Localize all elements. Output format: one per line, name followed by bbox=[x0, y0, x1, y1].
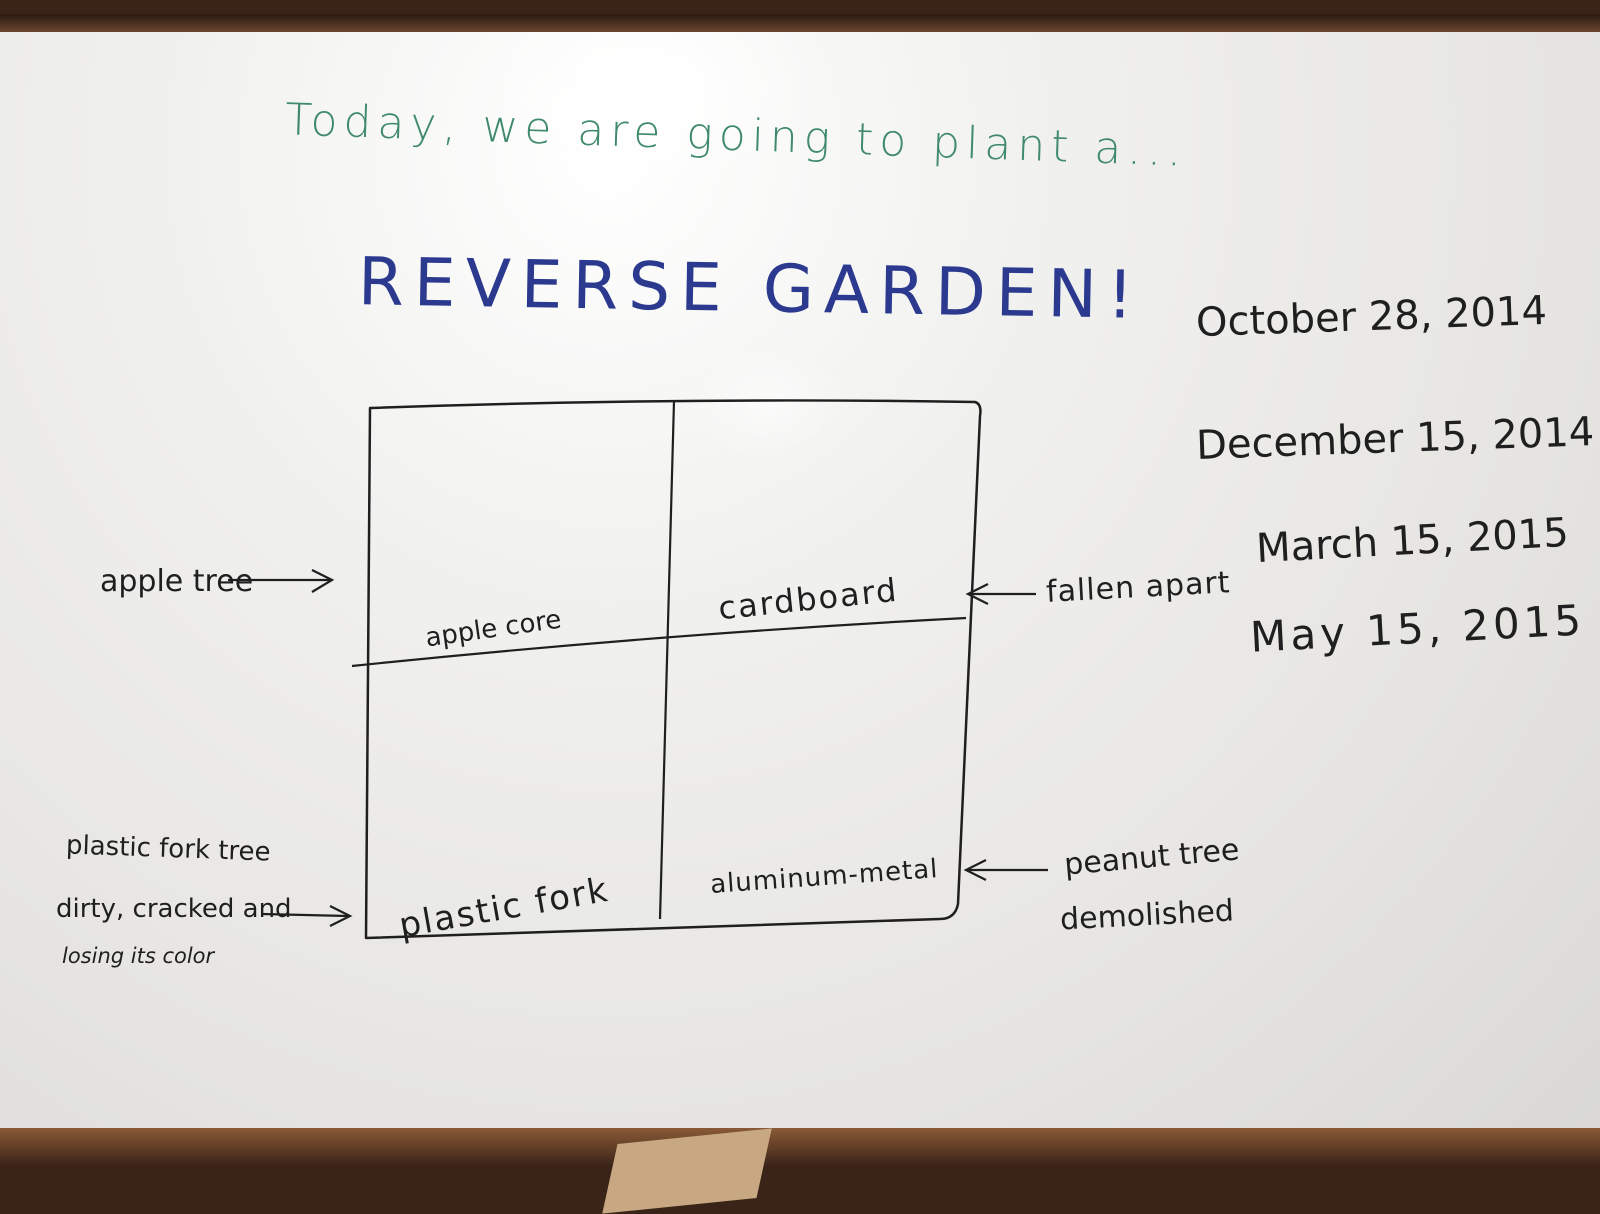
light-glare bbox=[480, 14, 820, 194]
annotation-plastic-fork-color: losing its color bbox=[62, 944, 215, 968]
arrow-icon bbox=[261, 905, 353, 927]
arrow-icon bbox=[965, 583, 1036, 605]
arrow-icon bbox=[228, 569, 335, 593]
arrow-icon bbox=[963, 859, 1048, 881]
board-frame-top bbox=[0, 14, 1600, 32]
whiteboard: Today, we are going to plant a... REVERS… bbox=[0, 14, 1600, 1166]
light-glare bbox=[690, 344, 850, 464]
garden-grid bbox=[228, 399, 1048, 940]
board-tray bbox=[0, 1128, 1600, 1166]
annotation-plastic-fork-condition: dirty, cracked and bbox=[56, 894, 292, 924]
annotation-apple-tree: apple tree bbox=[100, 564, 254, 599]
